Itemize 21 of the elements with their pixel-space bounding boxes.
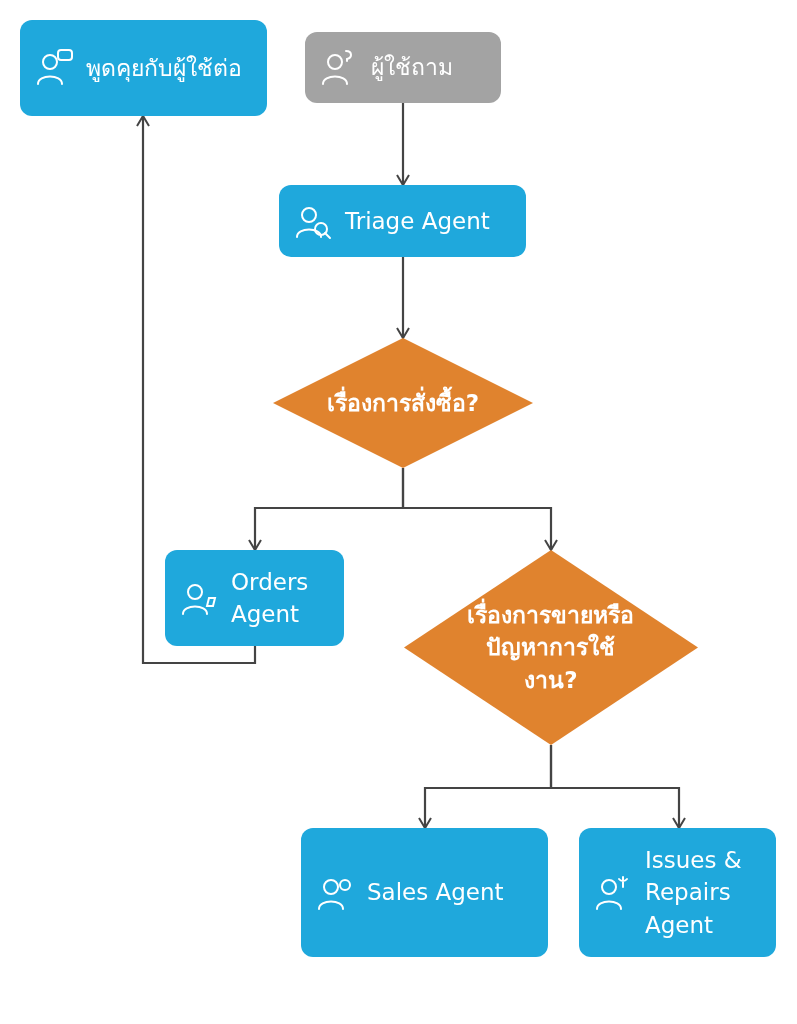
process-box xyxy=(20,20,267,116)
decision-diamond xyxy=(273,338,533,468)
process-box xyxy=(579,828,776,957)
arrow xyxy=(136,115,257,665)
node-text: Triage Agent xyxy=(345,206,490,236)
process-box xyxy=(301,828,548,957)
process-box xyxy=(305,32,501,103)
node-text: Issues & Repairs Agent xyxy=(645,846,743,940)
node-text: เรื่องการสั่งซื้อ? xyxy=(322,386,484,420)
decision-diamond xyxy=(404,550,698,745)
node-text: ผู้ใช้ถาม xyxy=(371,53,453,83)
process-box xyxy=(279,185,526,257)
node-text: Sales Agent xyxy=(367,878,504,908)
arrow xyxy=(396,257,410,339)
arrow xyxy=(401,468,558,551)
node-text: พูดคุยกับผู้ใช้ต่อ xyxy=(86,53,242,84)
process-box xyxy=(165,550,344,646)
node-text: เรื่องการขายหรือปัญหาการใช้งาน? xyxy=(459,599,643,696)
node-text: Orders Agent xyxy=(231,567,310,629)
arrow xyxy=(396,103,410,186)
arrow xyxy=(549,745,686,829)
